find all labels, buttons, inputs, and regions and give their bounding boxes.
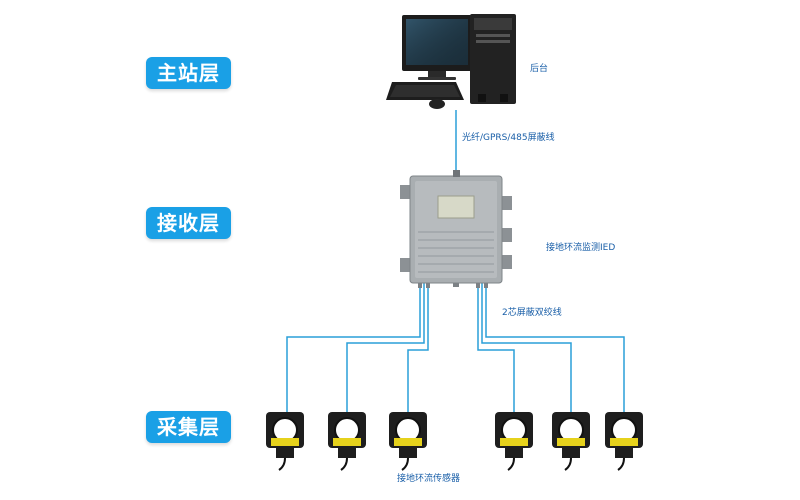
sensor-icon-1 (266, 412, 304, 471)
label-backend: 后台 (530, 64, 549, 74)
wiring (286, 110, 625, 412)
sensor-wire-2 (346, 283, 425, 412)
sensor-wire-6 (485, 283, 625, 412)
sensor-wire-3 (407, 283, 429, 412)
computer-icon (386, 14, 516, 109)
label-uplink: 光纤/GPRS/485屏蔽线 (462, 133, 555, 143)
ied-cabinet-icon (400, 170, 512, 288)
sensor-icon-3 (389, 412, 427, 471)
sensor-icon-6 (605, 412, 643, 471)
label-twisted-pair: 2芯屏蔽双绞线 (502, 308, 562, 318)
sensor-wire-4 (477, 283, 515, 412)
layer-badge-collect: 采集层 (146, 411, 231, 443)
sensor-icon-4 (495, 412, 533, 471)
sensor-icon-2 (328, 412, 366, 471)
sensor-wire-5 (481, 283, 572, 412)
sensor-wire-1 (286, 283, 421, 412)
label-ied: 接地环流监测IED (546, 243, 616, 253)
sensor-icon-5 (552, 412, 590, 471)
layer-badge-master: 主站层 (146, 57, 231, 89)
label-sensors: 接地环流传感器 (397, 474, 461, 484)
layer-badge-receive: 接收层 (146, 207, 231, 239)
